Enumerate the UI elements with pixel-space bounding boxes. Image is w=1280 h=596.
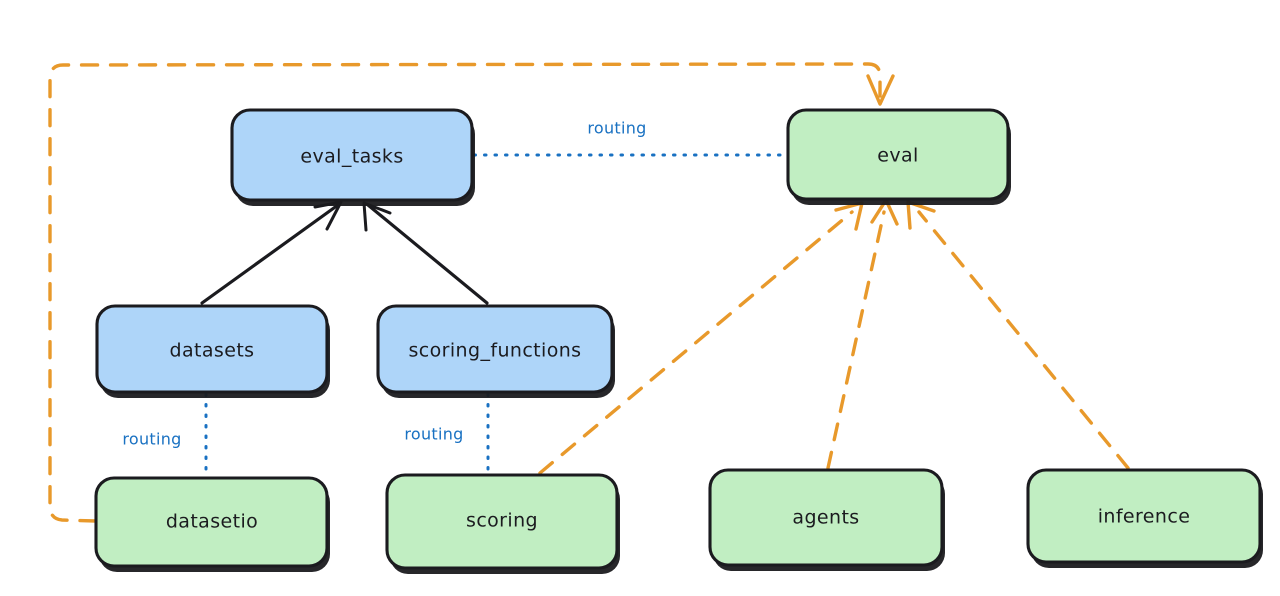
edge-agents-to-eval[interactable] [826,198,899,470]
node-eval-tasks-fill [232,110,472,200]
node-datasets[interactable]: datasets [95,304,330,398]
node-scoring[interactable]: scoring [385,473,620,574]
edge-scoring_functions-to-eval_tasks[interactable] [362,201,489,305]
node-scoring-outline [385,473,619,570]
node-scoring-functions-label: scoring_functions [409,340,582,362]
node-scoring-functions[interactable]: scoring_functions [376,304,615,398]
node-eval-label: eval [877,145,918,167]
node-inference-label: inference [1098,506,1191,528]
node-datasetio[interactable]: datasetio [94,476,330,572]
node-eval-tasks-outline [230,108,474,202]
node-inference-fill [1028,470,1260,562]
node-datasetio-label: datasetio [166,511,258,533]
edge-label-routing-eval: routing [587,119,646,138]
node-eval-outline [786,108,1010,201]
node-inference[interactable]: inference [1026,468,1263,568]
nodes-group: eval_tasks eval datasets scor [94,108,1263,574]
node-scoring-functions-fill [378,306,612,392]
node-datasets-outline [95,304,329,394]
node-eval-tasks[interactable]: eval_tasks [230,108,475,206]
node-datasetio-fill [96,478,327,566]
node-agents-outline [708,468,944,567]
node-eval[interactable]: eval [786,108,1011,205]
node-datasets-fill [97,306,327,392]
node-datasets-label: datasets [170,340,255,362]
routing-edges-group [204,153,788,479]
node-inference-outline [1026,468,1262,564]
node-scoring-fill [387,475,617,568]
node-scoring-label: scoring [466,510,538,532]
edge-label-routing-datasetio: routing [122,430,181,449]
node-agents[interactable]: agents [708,468,945,571]
node-datasetio-outline [94,476,329,568]
node-scoring-functions-outline [376,304,614,394]
node-eval-fill [788,110,1008,199]
edge-inference-to-eval[interactable] [906,200,1130,470]
node-agents-label: agents [792,507,859,529]
edge-label-routing-scoring: routing [404,425,463,444]
node-agents-fill [710,470,942,565]
node-eval-tasks-label: eval_tasks [300,146,403,168]
edge-labels-group: routing routing routing [122,119,646,449]
edge-datasets-to-eval_tasks[interactable] [200,200,343,305]
inheritance-edges-group [200,200,489,305]
edge-datasetio-to-eval[interactable] [48,62,895,523]
